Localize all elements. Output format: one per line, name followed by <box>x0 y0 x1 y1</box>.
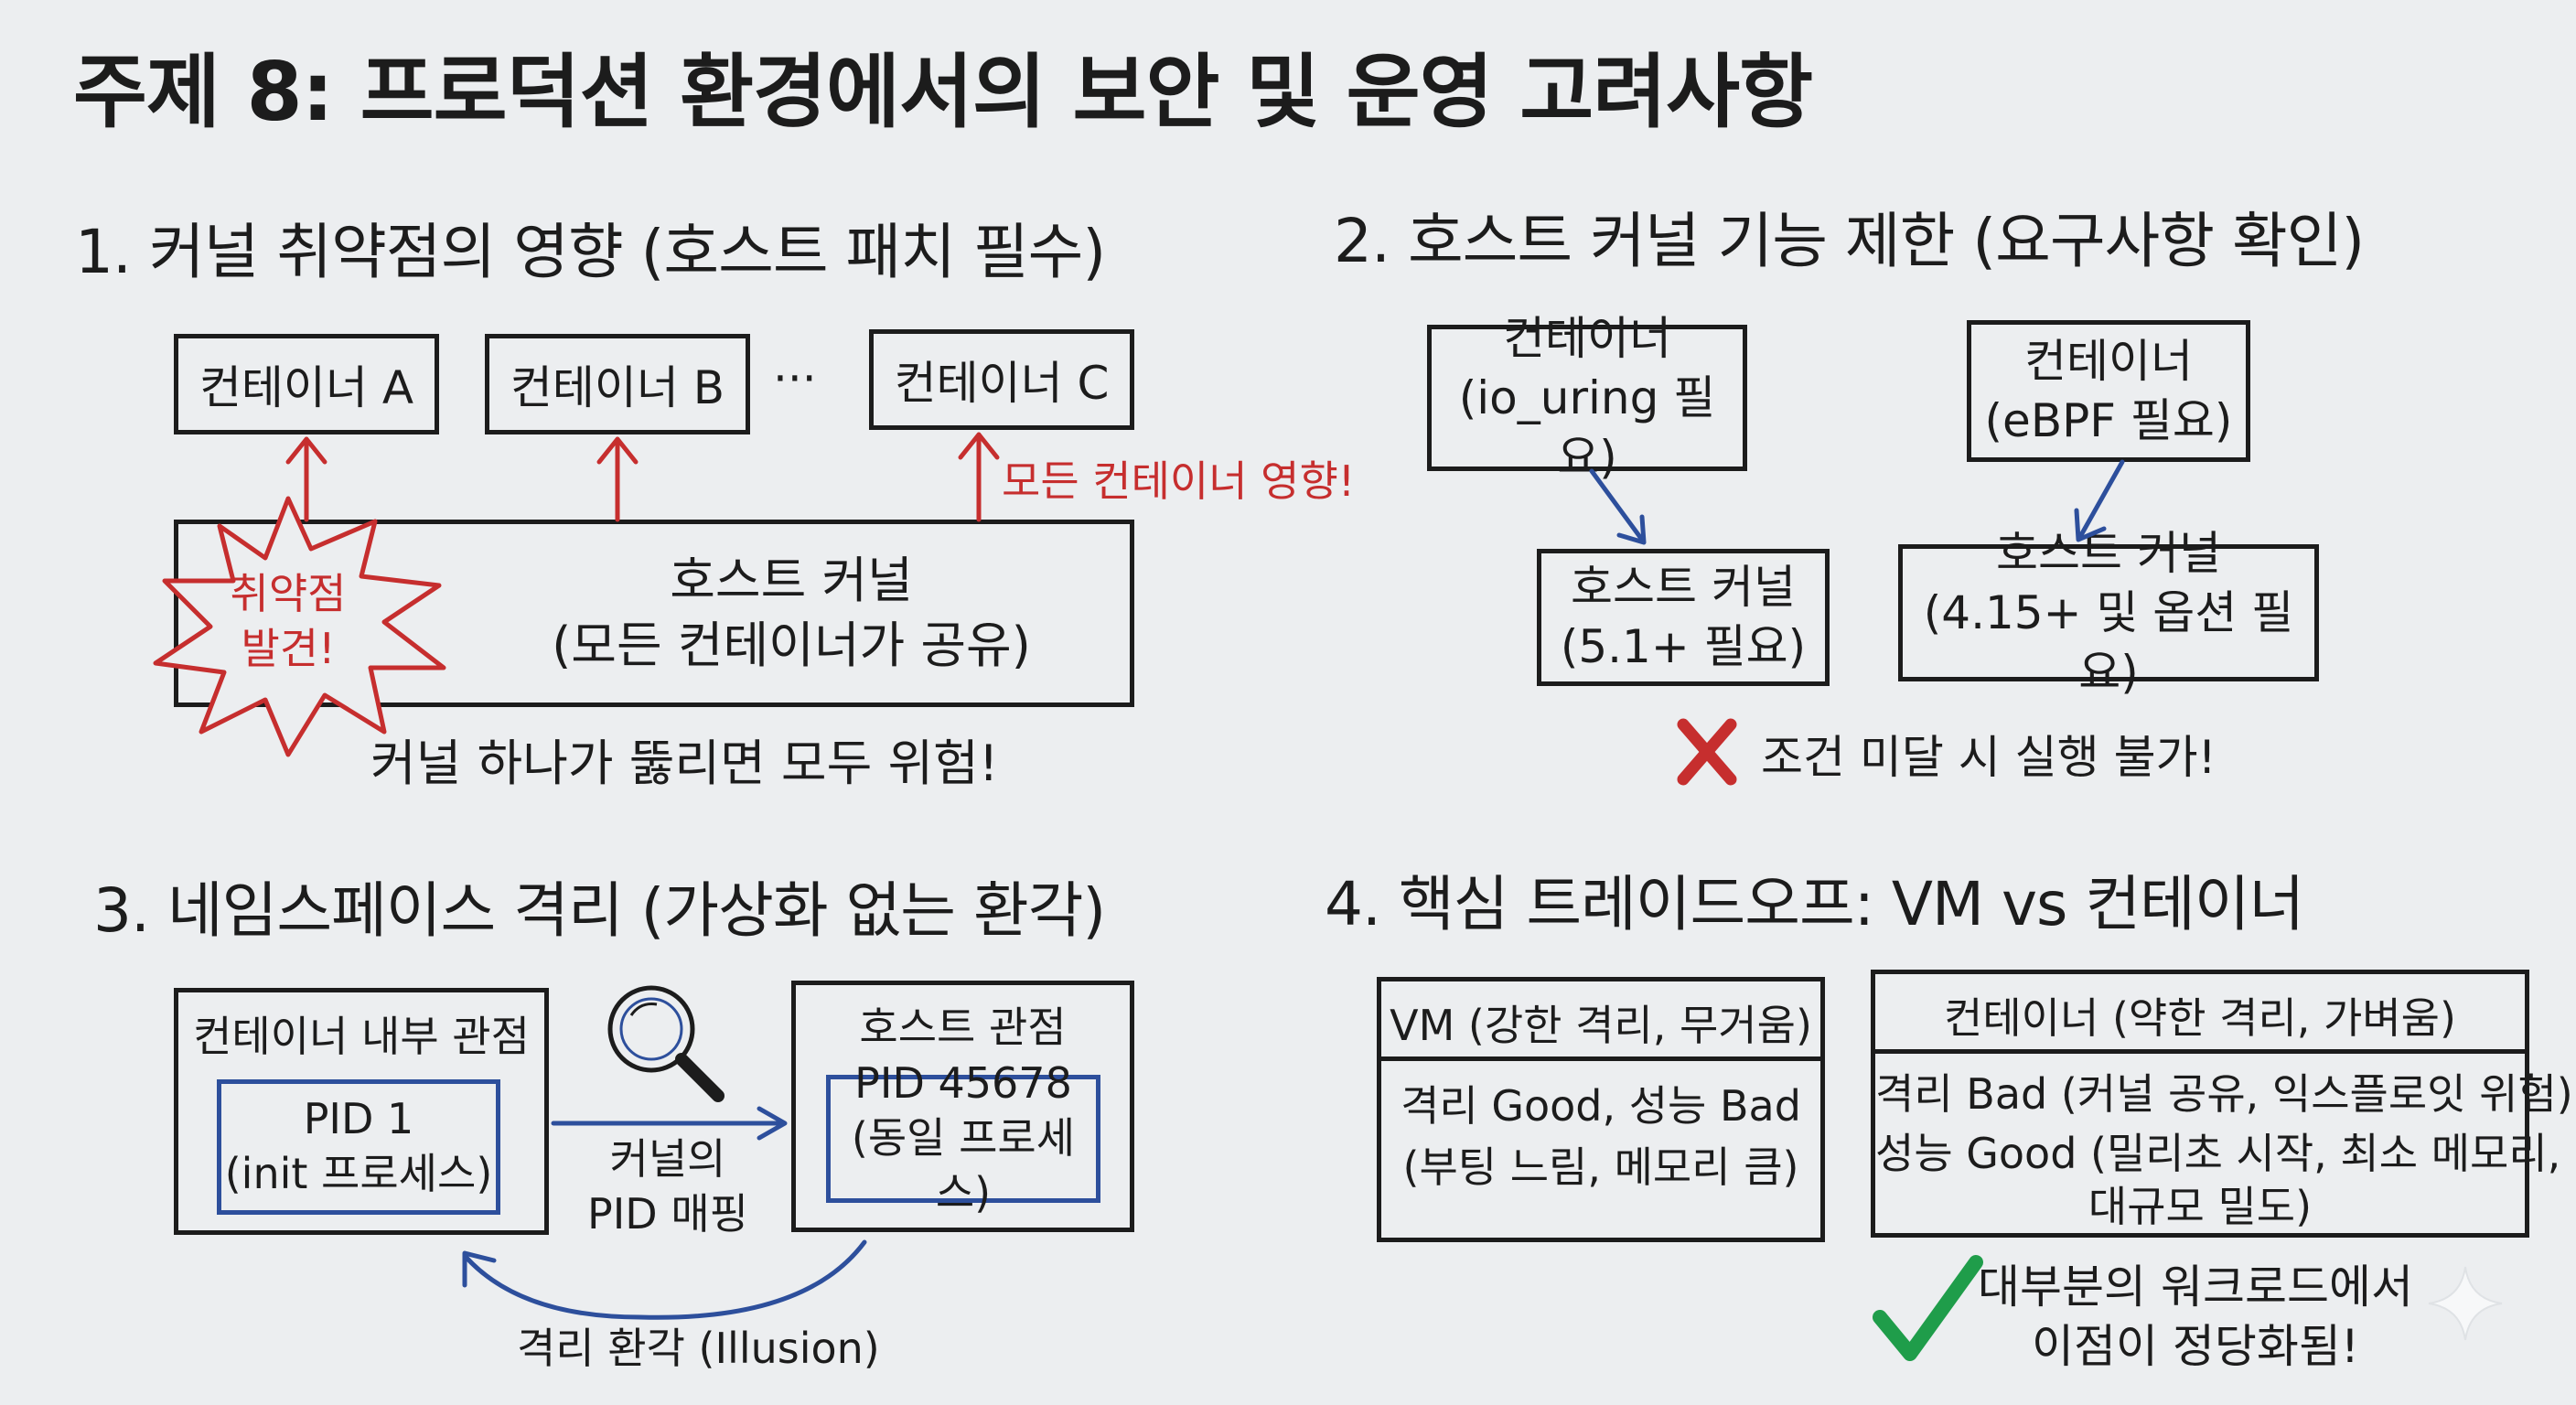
illusion-label: 격리 환각 (Illusion) <box>517 1324 880 1373</box>
host-kernel-5-1-label: 호스트 커널 <box>1571 561 1796 614</box>
pid-1-desc: (init 프로세스) <box>224 1149 493 1198</box>
section-1-caption: 커널 하나가 뚫리면 모두 위험! <box>370 735 999 792</box>
arrow-head-c <box>958 432 1000 460</box>
arrow-head-b <box>596 436 639 465</box>
container-ebpf-label: 컨테이너 <box>2024 334 2193 388</box>
vm-detail: (부팅 느림, 메모리 큼) <box>1402 1142 1799 1192</box>
section-3-heading: 3. 네임스페이스 격리 (가상화 없는 환각) <box>93 875 1106 946</box>
vulnerability-line-2: 발견! <box>241 623 336 673</box>
host-kernel-4-15-box: 호스트 커널 (4.15+ 및 옵션 필요) <box>1898 527 2319 699</box>
vulnerability-label: 취약점 발견! <box>215 567 361 677</box>
page-title: 주제 8: 프로덕션 환경에서의 보안 및 운영 고려사항 <box>73 45 1813 139</box>
host-kernel-5-1-box: 호스트 커널 (5.1+ 필요) <box>1537 549 1830 686</box>
pid-mapping-line-1: 커널의 <box>609 1134 726 1184</box>
fail-note: 조건 미달 시 실행 불가! <box>1761 731 2216 784</box>
section-1-heading: 1. 커널 취약점의 영향 (호스트 패치 필수) <box>75 217 1106 287</box>
container-performance-tradeoff: 성능 Good (밀리초 시작, 최소 메모리, <box>1875 1129 2561 1178</box>
pid-mapping-label: 커널의 PID 매핑 <box>549 1132 787 1242</box>
checkmark-icon <box>1873 1255 1983 1361</box>
magnifier-icon <box>607 985 724 1102</box>
section-4-heading: 4. 핵심 트레이드오프: VM vs 컨테이너 <box>1325 869 2304 939</box>
host-view-title: 호스트 관점 <box>859 1003 1067 1052</box>
host-kernel-label: 호스트 커널 <box>670 552 913 610</box>
container-view-panel: 컨테이너 내부 관점 PID 1 (init 프로세스) <box>174 988 549 1235</box>
illusion-arrow <box>464 1239 867 1320</box>
arrow-ebpf-to-kernel <box>2078 459 2125 538</box>
pid-1-label: PID 1 <box>303 1094 414 1144</box>
pid-mapping-arrow-head <box>757 1106 788 1141</box>
pid-45678-desc: (동일 프로세스) <box>851 1113 1076 1217</box>
container-b-box: 컨테이너 B <box>485 334 750 434</box>
ellipsis: ··· <box>773 352 817 405</box>
container-ebpf-requirement: (eBPF 필요) <box>1984 393 2233 447</box>
arrow-io-uring-to-kernel <box>1589 468 1645 542</box>
host-kernel-shared-note: (모든 컨테이너가 공유) <box>552 616 1031 674</box>
illusion-arrow-head <box>462 1250 497 1288</box>
vulnerability-line-1: 취약점 <box>230 569 347 618</box>
container-ebpf-box: 컨테이너 (eBPF 필요) <box>1967 320 2250 462</box>
fail-x-icon <box>1677 718 1737 786</box>
container-isolation-tradeoff: 격리 Bad (커널 공유, 익스플로잇 위험) <box>1875 1069 2573 1119</box>
host-kernel-5-1-requirement: (5.1+ 필요) <box>1560 620 1807 673</box>
host-view-panel: 호스트 관점 PID 45678 (동일 프로세스) <box>791 981 1134 1232</box>
pid-mapping-line-2: PID 매핑 <box>587 1188 748 1239</box>
container-divider <box>1875 1049 2525 1054</box>
vm-header: VM (강한 격리, 무거움) <box>1390 1001 1812 1050</box>
container-b-label: 컨테이너 B <box>510 361 725 414</box>
pid-1-box: PID 1 (init 프로세스) <box>217 1079 500 1215</box>
container-io-uring-label: 컨테이너 <box>1503 311 1671 365</box>
section-2-heading: 2. 호스트 커널 기능 제한 (요구사항 확인) <box>1334 206 2365 276</box>
vm-divider <box>1381 1056 1820 1061</box>
conclusion-line-1: 대부분의 워크로드에서 <box>1978 1260 2413 1314</box>
arrow-head-ebpf <box>2074 508 2107 542</box>
host-kernel-4-15-label: 호스트 커널 <box>1996 526 2221 580</box>
container-density-note: 대규모 밀도) <box>2088 1182 2313 1231</box>
vm-panel: VM (강한 격리, 무거움) 격리 Good, 성능 Bad (부팅 느림, … <box>1377 977 1825 1242</box>
container-c-box: 컨테이너 C <box>869 329 1134 430</box>
container-header: 컨테이너 (약한 격리, 가벼움) <box>1944 993 2456 1043</box>
conclusion-line-2: 이점이 정당화됨! <box>2032 1320 2359 1373</box>
container-c-label: 컨테이너 C <box>894 357 1110 410</box>
container-a-label: 컨테이너 A <box>199 361 414 414</box>
container-io-uring-requirement: (io_uring 필요) <box>1458 370 1716 484</box>
host-kernel-box: 호스트 커널 (모든 컨테이너가 공유) <box>174 520 1134 707</box>
arrow-head-a <box>285 436 327 465</box>
sparkle-icon <box>2428 1266 2503 1341</box>
pid-45678-box: PID 45678 (동일 프로세스) <box>826 1058 1100 1217</box>
all-affected-note: 모든 컨테이너 영향! <box>1002 456 1356 506</box>
container-view-title: 컨테이너 내부 관점 <box>193 1012 530 1061</box>
container-panel: 컨테이너 (약한 격리, 가벼움) 격리 Bad (커널 공유, 익스플로잇 위… <box>1871 970 2573 1238</box>
vulnerability-burst-icon <box>153 496 446 757</box>
vm-tradeoff: 격리 Good, 성능 Bad <box>1401 1081 1801 1131</box>
container-a-box: 컨테이너 A <box>174 334 439 434</box>
conclusion-note: 대부분의 워크로드에서 이점이 정당화됨! <box>1978 1258 2413 1377</box>
pid-45678-label: PID 45678 <box>854 1058 1072 1109</box>
host-kernel-4-15-requirement: (4.15+ 및 옵션 필요) <box>1923 585 2294 699</box>
arrow-head-io-uring <box>1616 514 1647 545</box>
container-io-uring-box: 컨테이너 (io_uring 필요) <box>1427 312 1747 484</box>
